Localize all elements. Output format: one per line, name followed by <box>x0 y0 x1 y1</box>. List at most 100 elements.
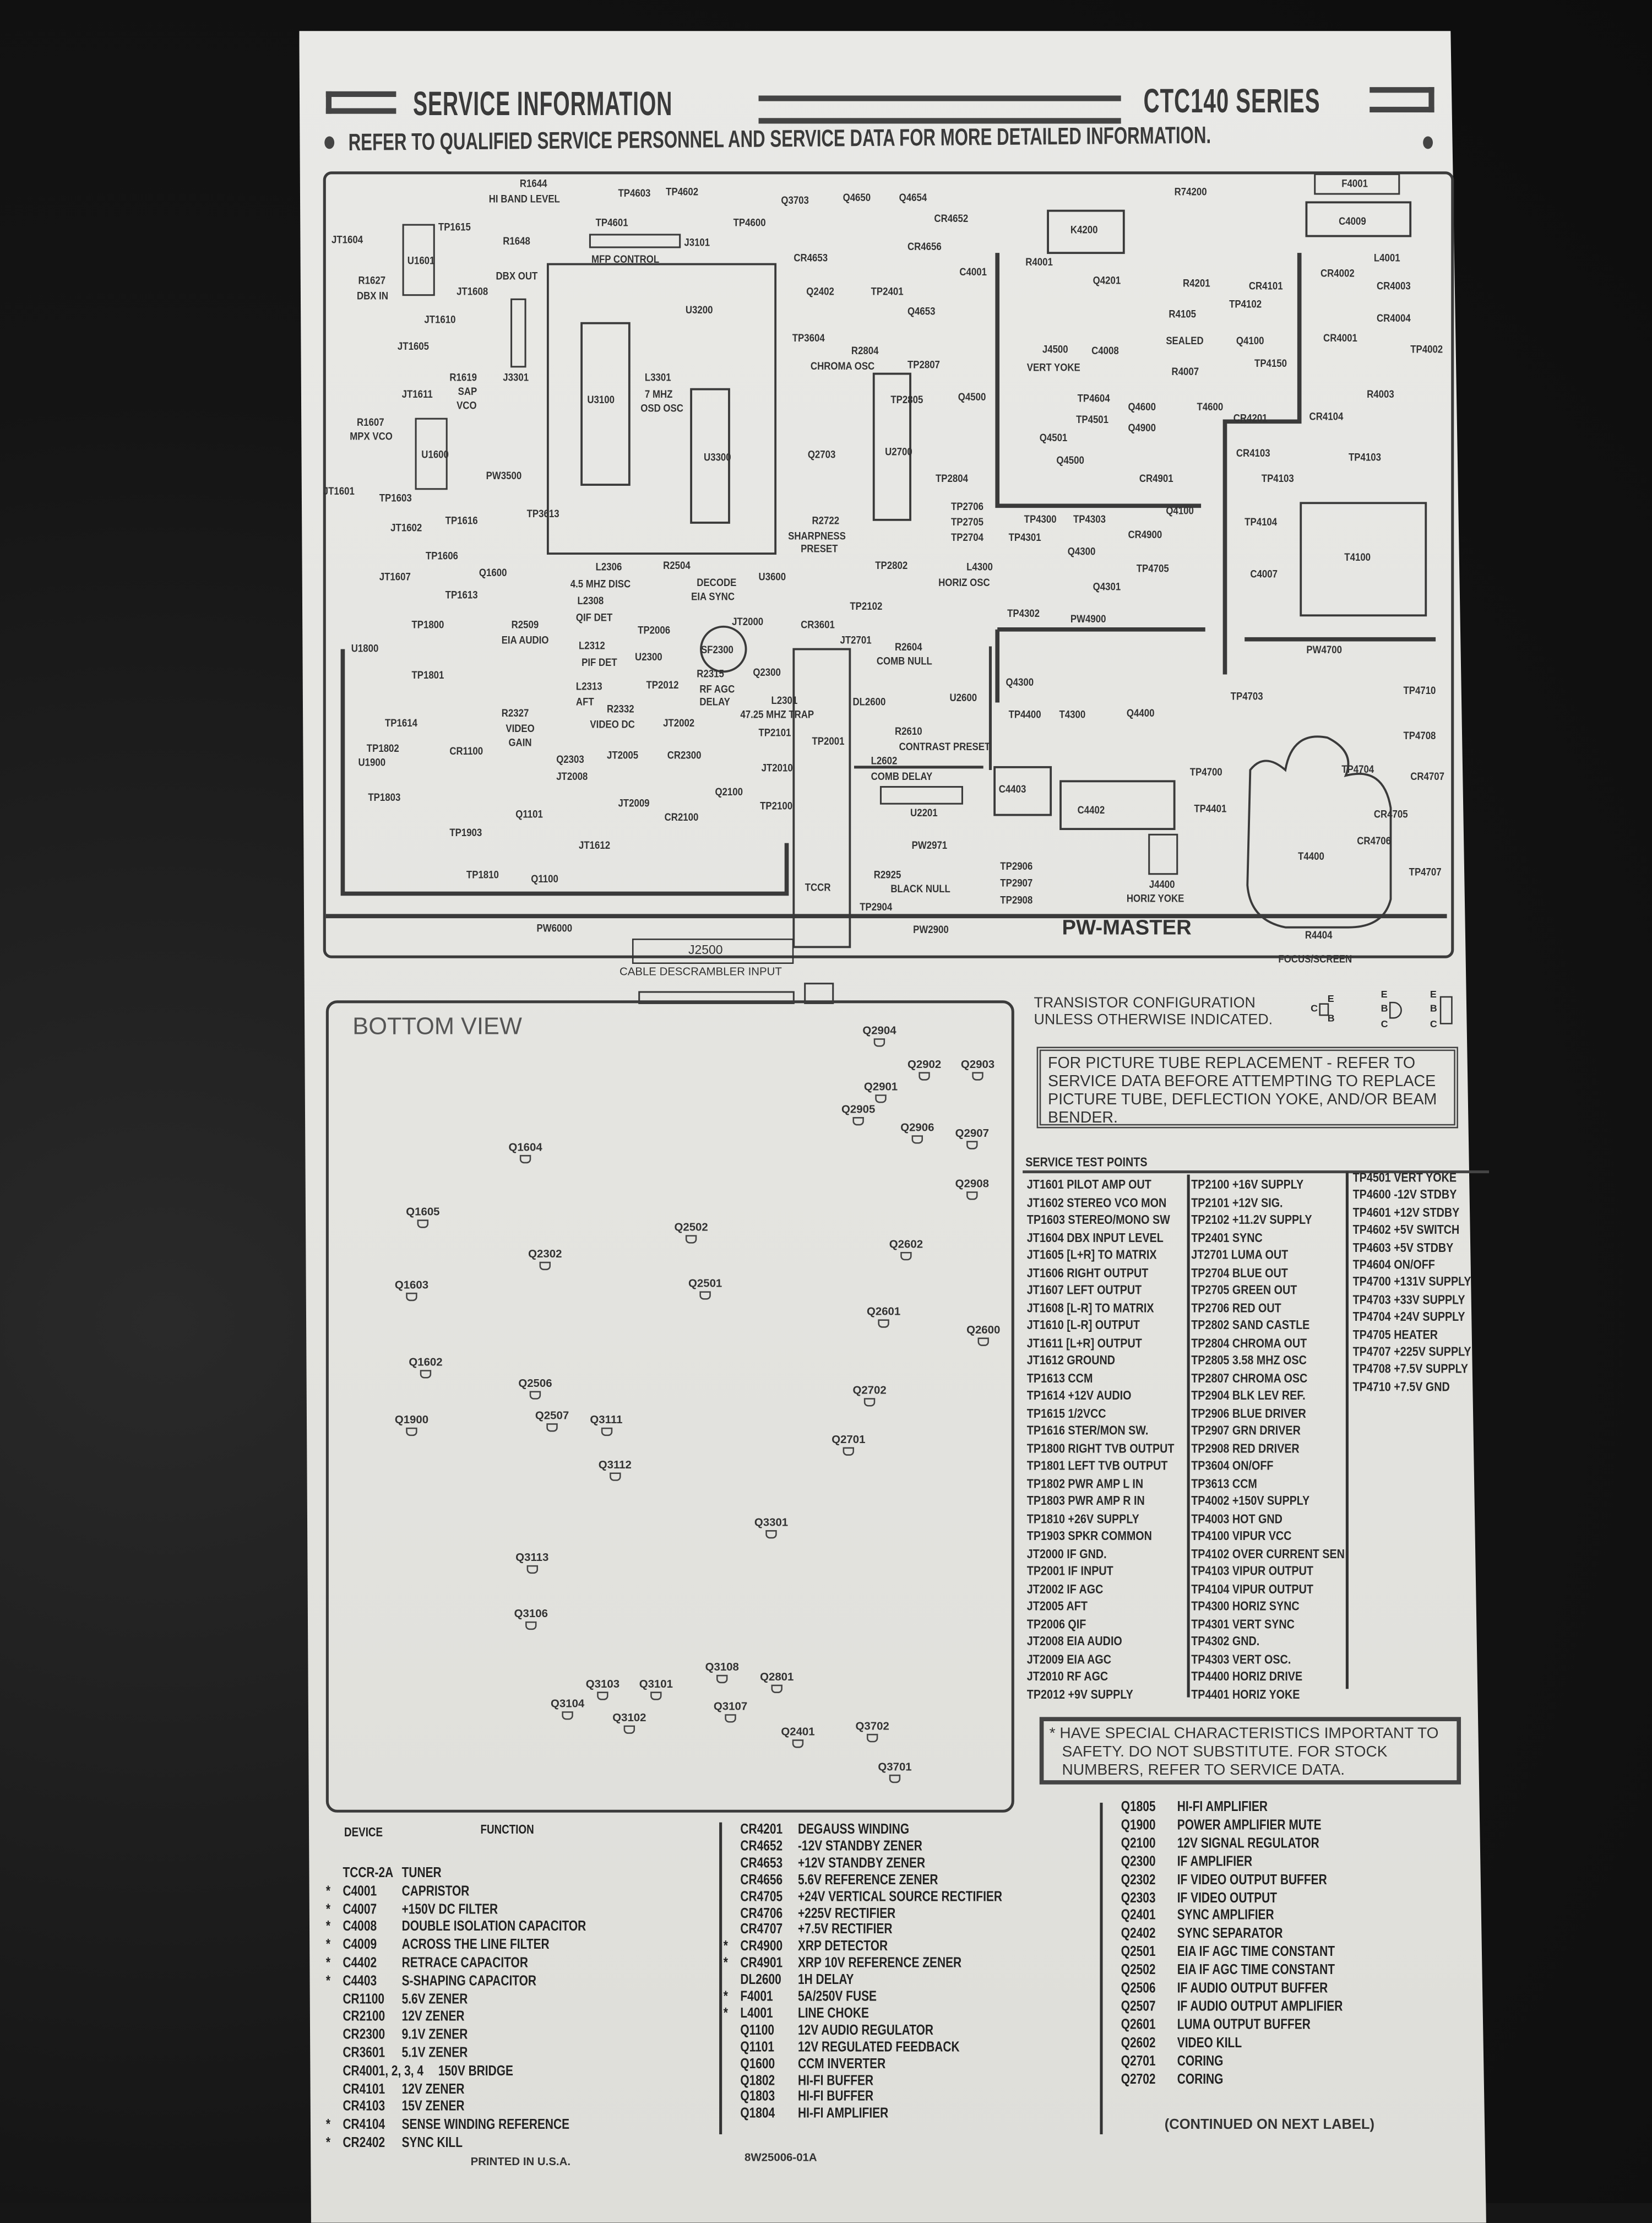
transistor-footprint-icon <box>685 1235 697 1244</box>
transistor-label: Q2907 <box>955 1126 989 1139</box>
device-id: Q2507 <box>1121 1999 1156 2015</box>
test-point-entry: TP4600 -12V STDBY <box>1352 1188 1457 1202</box>
test-point-entry: TP3613 CCM <box>1191 1476 1257 1490</box>
device-id: CR4656 <box>740 1872 783 1888</box>
test-point-entry: TP1802 PWR AMP L IN <box>1026 1476 1144 1490</box>
transistor-label: Q1602 <box>409 1355 443 1368</box>
component-label: TP1614 <box>384 715 417 729</box>
device-id: C4001 <box>343 1884 377 1900</box>
device-function: CORING <box>1177 2053 1224 2069</box>
test-point-entry: TP1615 1/2VCC <box>1026 1406 1106 1420</box>
component-label: R1619 <box>449 370 477 383</box>
column-divider <box>719 1822 721 2134</box>
component-label: C4008 <box>1091 343 1119 356</box>
component-label: TP2805 <box>890 393 923 405</box>
test-point-entry: TP4400 HORIZ DRIVE <box>1191 1669 1303 1684</box>
safety-star-icon: * <box>325 2135 331 2151</box>
transistor-footprint-icon <box>972 1072 983 1081</box>
test-point-entry: JT1605 [L+R] TO MATRIX <box>1026 1248 1157 1262</box>
device-id: Q2701 <box>1121 2053 1156 2069</box>
bottom-view-title: BOTTOM VIEW <box>352 1013 522 1040</box>
transistor-footprint-icon <box>911 1135 923 1144</box>
c4402-cap <box>1059 780 1176 831</box>
component-label: JT2002 <box>663 715 695 729</box>
component-label: TP4103 <box>1348 450 1381 463</box>
component-label: CR3601 <box>801 617 835 631</box>
component-label: Q4300 <box>1067 544 1096 557</box>
component-label: DECODE <box>697 575 737 588</box>
component-label: F4001 <box>1341 176 1368 189</box>
component-label: R2925 <box>873 867 901 881</box>
component-label: TP4604 <box>1077 391 1110 404</box>
component-label: CR2100 <box>664 810 699 823</box>
component-label: CR4900 <box>1128 527 1162 540</box>
component-label: Q4100 <box>1166 503 1194 517</box>
component-label: R1607 <box>356 415 384 428</box>
device-function: XRP DETECTOR <box>797 1939 888 1955</box>
transistor-label: Q3106 <box>514 1607 548 1620</box>
device-function: 12V ZENER <box>401 2081 465 2097</box>
component-label: TP2001 <box>812 734 845 747</box>
test-point-entry: TP4002 +150V SUPPLY <box>1191 1493 1310 1508</box>
device-function: HI-FI BUFFER <box>797 2073 874 2089</box>
component-label: JT1607 <box>379 570 411 583</box>
test-point-entry: TP4703 +33V SUPPLY <box>1352 1292 1465 1306</box>
component-label: PRESET <box>801 541 838 555</box>
transistor-label: Q2506 <box>518 1376 552 1389</box>
component-label: TP2807 <box>907 357 940 371</box>
test-point-entry: TP2001 IF INPUT <box>1026 1564 1113 1578</box>
device-id: CR2402 <box>343 2135 385 2151</box>
transistor-footprint-icon <box>562 1711 573 1720</box>
test-point-entry: TP2705 GREEN OUT <box>1191 1283 1297 1297</box>
transistor-footprint-icon <box>725 1714 736 1723</box>
test-point-entry: TP4700 +131V SUPPLY <box>1352 1275 1471 1289</box>
transistor-label: Q2904 <box>862 1023 896 1037</box>
device-id: Q2501 <box>1121 1945 1156 1961</box>
device-id: Q1802 <box>740 2073 775 2089</box>
component-label: CR4201 <box>1233 411 1268 424</box>
test-point-entry: TP4301 VERT SYNC <box>1191 1616 1295 1631</box>
pw4900-trace <box>995 627 1205 703</box>
transistor-footprint-icon <box>863 1398 876 1407</box>
transistor-label: Q2302 <box>528 1247 562 1260</box>
header-double-rule <box>758 95 1121 124</box>
c4403-cap <box>993 766 1052 816</box>
safety-star-icon: * <box>325 1884 331 1900</box>
component-label: J4500 <box>1042 342 1068 355</box>
transistor-footprint-icon <box>966 1191 978 1200</box>
component-label: PW3500 <box>486 468 522 481</box>
component-label: TP4704 <box>1341 762 1374 775</box>
component-label: R4007 <box>1171 364 1199 377</box>
component-label: VIDEO DC <box>590 717 635 730</box>
device-function: HI-FI AMPLIFIER <box>1177 1799 1268 1815</box>
notice-line: SERVICE DATA BEFORE ATTEMPTING TO REPLAC… <box>1048 1073 1436 1091</box>
test-point-entry: TP4707 +225V SUPPLY <box>1352 1344 1471 1359</box>
component-label: Q4501 <box>1039 430 1068 443</box>
component-label: Q4900 <box>1128 421 1156 433</box>
test-point-entry: JT2010 RF AGC <box>1026 1669 1108 1684</box>
device-id: CR4653 <box>740 1856 783 1872</box>
j2500-connector <box>632 939 794 964</box>
transistor-label: Q2502 <box>674 1220 708 1233</box>
device-id: Q1101 <box>740 2040 775 2056</box>
component-label: TP2906 <box>1000 859 1033 872</box>
device-function: S-SHAPING CAPACITOR <box>401 1973 537 1989</box>
component-label: C4402 <box>1077 803 1105 816</box>
component-label: TP2907 <box>1000 876 1033 889</box>
component-label: VCO <box>457 398 477 411</box>
device-function: SENSE WINDING REFERENCE <box>401 2117 570 2133</box>
component-label: L2602 <box>871 753 898 767</box>
component-label: CR1100 <box>449 744 483 757</box>
transistor-label: Q3107 <box>713 1699 748 1712</box>
transistor-label: Q1605 <box>406 1205 440 1218</box>
component-label: L3301 <box>644 370 671 383</box>
component-label: PW6000 <box>536 921 573 934</box>
u3300-chip <box>690 388 730 524</box>
test-point-entry: TP4708 +7.5V SUPPLY <box>1352 1362 1469 1376</box>
component-label: CHROMA OSC <box>810 359 875 372</box>
device-function: 12V ZENER <box>401 2009 465 2025</box>
transistor-footprint-icon <box>417 1219 429 1228</box>
component-label: R4105 <box>1169 307 1197 320</box>
device-function: SYNC SEPARATOR <box>1177 1927 1283 1943</box>
